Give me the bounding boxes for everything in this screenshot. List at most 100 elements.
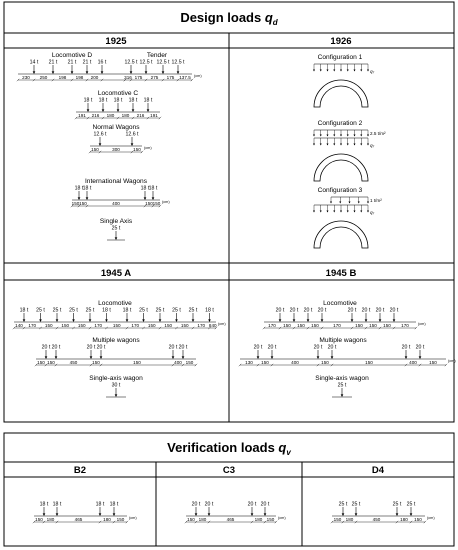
dimension-tick xyxy=(44,363,48,367)
dimension-tick xyxy=(181,363,185,367)
uniform-load-symbol: q₇ xyxy=(370,143,375,148)
extra-load-label: 2.5 t/m² xyxy=(370,131,386,136)
dimension-tick xyxy=(350,326,354,330)
dimension-label: 150 xyxy=(117,517,125,522)
uniform-load-arrow-head xyxy=(326,143,329,146)
config-label: Configuration 1 xyxy=(318,54,363,61)
extra-load-arrow-head xyxy=(348,201,351,204)
unit-label: (cm) xyxy=(162,200,170,204)
dimension-label: 216 xyxy=(137,113,145,118)
load-arrow-head xyxy=(395,513,399,516)
dimension-tick xyxy=(278,326,282,330)
dimension-tick xyxy=(86,116,90,120)
extra-load-label: 1 t/m² xyxy=(370,198,382,203)
dimension-tick xyxy=(54,363,58,367)
uniform-load-arrow-head xyxy=(346,210,349,213)
dimension-tick xyxy=(316,363,320,367)
dimension-tick xyxy=(32,78,36,82)
load-arrow-head xyxy=(131,109,135,112)
uniform-load-arrow-head xyxy=(353,143,356,146)
dimension-label: 170 xyxy=(28,323,36,328)
dimension-tick xyxy=(101,116,105,120)
dimension-label: 180 xyxy=(122,113,130,118)
dimension-tick xyxy=(194,363,198,367)
dimension-label: 140 xyxy=(15,323,23,328)
load-label: 20 t xyxy=(402,345,411,351)
load-arrow-head xyxy=(181,356,185,359)
load-label: 12.5 t xyxy=(172,60,186,66)
extra-load-arrow-head xyxy=(353,134,356,137)
load-label: 20 t xyxy=(390,308,399,314)
uniform-load-arrow-head xyxy=(346,69,349,72)
dimension-tick xyxy=(364,326,368,330)
load-label: 18 t xyxy=(99,98,108,104)
dimension-tick xyxy=(144,78,148,82)
load-arrow-head xyxy=(256,356,260,359)
extra-load-arrow-head xyxy=(333,134,336,137)
uniform-load-arrow-head xyxy=(326,69,329,72)
dimension-label: 180 xyxy=(199,517,207,522)
load-label: 20 t xyxy=(192,502,201,508)
load-arrow-head xyxy=(142,319,145,322)
dimension-tick xyxy=(42,520,46,524)
dimension-tick xyxy=(85,204,89,208)
dimension-label: 400 xyxy=(174,360,182,365)
unit-label: (cm) xyxy=(194,74,202,78)
load-label: 25 t xyxy=(69,308,78,314)
uniform-load-arrow-head xyxy=(360,143,363,146)
dimension-label: 180 xyxy=(255,517,263,522)
extra-load-arrow-head xyxy=(330,201,332,204)
group-label: Normal Wagons xyxy=(92,124,140,131)
dimension-label: 180 xyxy=(47,517,55,522)
dimension-tick xyxy=(171,363,175,367)
dimension-tick xyxy=(130,150,134,154)
load-arrow-head xyxy=(320,319,324,322)
load-label: 25 t xyxy=(36,308,45,314)
load-arrow-head xyxy=(129,71,133,74)
load-arrow-head xyxy=(101,109,105,112)
load-arrow-head xyxy=(98,143,102,146)
load-label: 18 t xyxy=(83,186,92,192)
load-label: 18 t xyxy=(144,98,153,104)
dimension-label: 191 xyxy=(150,113,158,118)
dimension-tick xyxy=(131,116,135,120)
dimension-label: 150 xyxy=(187,517,195,522)
load-label: 20 t xyxy=(348,308,357,314)
load-label: 18 t xyxy=(75,186,84,192)
group-label: Single-axis wagon xyxy=(315,375,369,382)
dimension-tick xyxy=(98,150,102,154)
dimension-label: 198 xyxy=(59,75,67,80)
group-label: Locomotive D xyxy=(52,52,93,59)
dimension-label: 170 xyxy=(268,323,276,328)
load-arrow-head xyxy=(191,319,195,322)
dimension-label: 150 xyxy=(429,360,437,365)
dimension-label: 150 xyxy=(78,323,86,328)
dimension-label: 180 xyxy=(346,517,354,522)
load-label: 18 t xyxy=(96,502,105,508)
dimension-label: 150 xyxy=(79,201,87,206)
uniform-load-arrow-head xyxy=(333,143,336,146)
load-arrow-head xyxy=(409,513,413,516)
dimension-label: 275 xyxy=(151,75,159,80)
uniform-load-arrow-head xyxy=(319,69,322,72)
dimension-tick xyxy=(77,204,81,208)
dimension-tick xyxy=(262,326,266,330)
dimension-tick xyxy=(404,363,408,367)
load-arrow-head xyxy=(125,319,129,322)
dimension-label: 150 xyxy=(186,360,194,365)
extra-load-arrow-head xyxy=(357,201,360,204)
load-arrow-head xyxy=(292,319,296,322)
load-label: 12.6 t xyxy=(126,132,140,138)
dimension-tick xyxy=(354,520,358,524)
uniform-load-arrow-head xyxy=(367,143,369,146)
load-arrow-head xyxy=(350,319,354,322)
load-label: 20 t xyxy=(328,345,337,351)
load-arrow-head xyxy=(85,71,89,74)
dimension-tick xyxy=(158,116,162,120)
load-label: 25 t xyxy=(393,502,402,508)
load-label: 14 t xyxy=(30,60,39,66)
uniform-load-arrow-head xyxy=(340,143,342,146)
dimension-tick xyxy=(99,363,103,367)
dimension-tick xyxy=(263,520,267,524)
dimension-label: 150 xyxy=(267,517,275,522)
